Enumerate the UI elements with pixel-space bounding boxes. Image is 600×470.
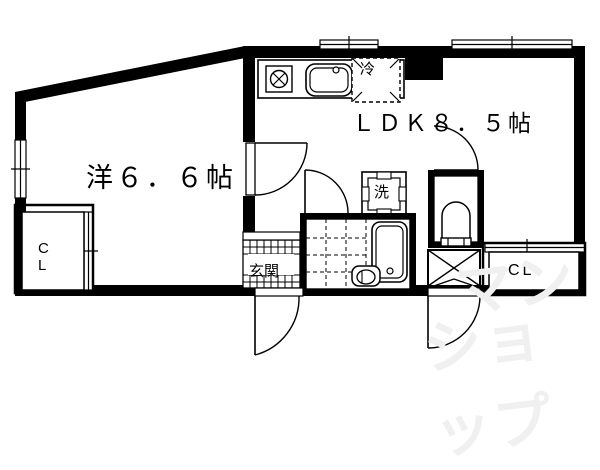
room-label-genkan: 玄関 (249, 263, 280, 280)
floor-plan-drawing (11, 36, 587, 356)
bathtub (371, 221, 408, 283)
refrigerator-label: 冷 (360, 61, 378, 78)
toilet-room (428, 170, 484, 248)
bathroom-unit (300, 213, 416, 295)
closet-left-label-line1: C (38, 240, 49, 257)
genkan-tile-area (242, 231, 301, 289)
storage-box (427, 249, 481, 287)
door-washitsu-ldk (245, 142, 308, 196)
door-service-rear (427, 278, 481, 349)
floor-plan-canvas: 洋６．６帖 ＬＤＫ８．５帖 玄関 冷 洗 C L CL マン ショップ (11, 36, 587, 466)
stove-burner (265, 65, 293, 93)
watermark-line-2: ショップ (420, 303, 558, 466)
room-label-ldk: ＬＤＫ８．５帖 (352, 110, 534, 136)
toilet (440, 201, 472, 247)
washing-machine-label: 洗 (374, 184, 392, 201)
doors (245, 125, 481, 356)
door-entrance (254, 287, 304, 356)
closet-right-label: CL (508, 262, 535, 279)
kitchen-sink (305, 63, 353, 97)
closet-left-label-line2: L (38, 257, 47, 274)
room-label-washitsu: 洋６．６帖 (86, 163, 236, 193)
closet-right (481, 241, 587, 297)
door-toilet (433, 125, 479, 171)
closet-left-label: C L (38, 240, 49, 274)
window-top-ldk (451, 36, 573, 53)
wash-basin (351, 265, 381, 287)
refrigerator-space (351, 57, 401, 103)
windows (11, 36, 586, 291)
window-left (11, 139, 30, 199)
window-top-kitchen (319, 36, 379, 53)
door-bath-hall (304, 169, 349, 214)
closet-left (13, 203, 95, 295)
